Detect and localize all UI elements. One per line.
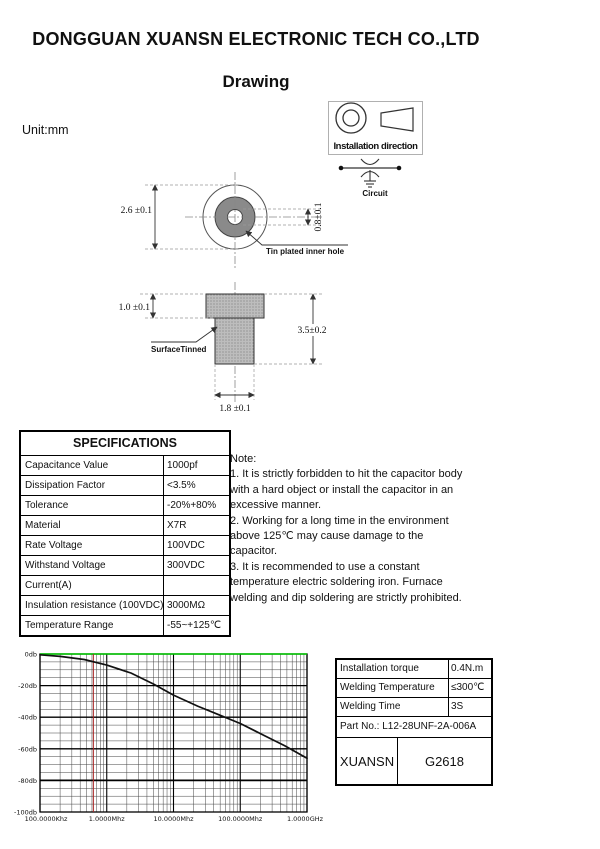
table-row: Temperature Range -55~+125℃ [21,616,229,635]
chart-canvas: 0db -20db -40db -60db -80db -100db100.0000Khz… [14,651,324,824]
dim-body-width: 1.8 ±0.1 [219,404,251,414]
spec-value: 100VDC [163,536,229,555]
page-title: Drawing [222,72,290,91]
spec-label: Rate Voltage [25,540,83,551]
notes-text: Note: 1. It is strictly forbidden to hit… [230,453,463,604]
table-row: Withstand Voltage 300VDC [21,556,229,576]
capacitor-side-icon [380,107,414,132]
side-view: 1.0 ±0.1 3.5±0.2 1.8 ±0.1 SurfaceTinned [119,282,332,414]
ground-icon [364,180,376,188]
table-row: Welding Temperature ≤300℃ [337,679,491,698]
spec-label: Tolerance [25,500,69,511]
capacitor-drawing: 2.6 ±0.1 0.8±0.1 Tin plated inner hole [90,168,360,418]
spec-label: Withstand Voltage [25,560,106,571]
capacitor-body [214,317,255,365]
top-view: 2.6 ±0.1 0.8±0.1 Tin plated inner hole [121,172,348,268]
surface-tinned-callout: SurfaceTinned [151,345,207,354]
svg-text:100.0000Khz: 100.0000Khz [25,815,68,823]
table-row: Welding Time 3S [337,698,491,717]
param-label: Installation torque [340,663,419,674]
spec-value: -55~+125℃ [163,616,229,635]
table-row: Material X7R [21,516,229,536]
drawing-code: G2618 [424,753,465,769]
unit-label: Unit:mm [22,123,69,137]
table-row: XUANSN G2618 [337,738,491,784]
spec-value: X7R [163,516,229,535]
spec-value [163,576,229,595]
svg-text:1.0000Mhz: 1.0000Mhz [89,815,125,823]
spec-value: <3.5% [163,476,229,495]
table-row: Dissipation Factor <3.5% [21,476,229,496]
svg-text:-80db: -80db [18,777,37,785]
tin-plated-callout: Tin plated inner hole [266,247,345,256]
svg-text:-40db: -40db [18,714,37,722]
specifications-title: SPECIFICATIONS [21,432,229,456]
capacitor-head [205,293,265,319]
table-row: Current(A) [21,576,229,596]
parameters-table: Installation torque 0.4N.m Welding Tempe… [335,658,493,786]
spec-label: Material [25,520,61,531]
spec-value: 3000MΩ [163,596,229,615]
dim-hole-diameter: 0.8±0.1 [314,202,324,231]
capacitor-views: 2.6 ±0.1 0.8±0.1 Tin plated inner hole [119,172,348,414]
installation-direction-icons [335,102,414,134]
table-row: Installation torque 0.4N.m [337,660,491,679]
table-row: Insulation resistance (100VDC) 3000MΩ [21,596,229,616]
svg-text:-60db: -60db [18,745,37,753]
svg-text:10.0000Mhz: 10.0000Mhz [153,815,194,823]
dim-total-height: 3.5±0.2 [298,326,327,336]
spec-value: 300VDC [163,556,229,575]
spec-label: Capacitance Value [25,460,109,471]
param-label: Welding Time [340,701,401,712]
company-title: DONGGUAN XUANSN ELECTRONIC TECH CO.,LTD [32,29,480,49]
spec-label: Dissipation Factor [25,480,106,491]
table-row: Rate Voltage 100VDC [21,536,229,556]
spec-label: Current(A) [25,580,72,591]
capacitor-end-icon [335,102,367,134]
brand-name: XUANSN [337,738,398,784]
param-value: 0.4N.m [448,660,491,678]
svg-text:1.0000GHz: 1.0000GHz [287,815,324,823]
specifications-table: SPECIFICATIONS Capacitance Value 1000pf … [19,430,231,637]
param-value: ≤300℃ [448,679,491,697]
table-row: Capacitance Value 1000pf [21,456,229,476]
spec-label: Insulation resistance (100VDC) [25,600,163,611]
svg-text:100.0000Mhz: 100.0000Mhz [218,815,263,823]
param-label: Welding Temperature [340,682,435,693]
spec-value: 1000pf [163,456,229,475]
installation-direction-label: Installation direction [333,141,418,152]
part-number: Part No.: L12-28UNF-2A-006A [337,717,491,738]
feedthrough-capacitor-symbol: Circuit [338,158,402,198]
param-value: 3S [448,698,491,716]
svg-text:-100db: -100db [14,809,37,817]
dim-outer-diameter: 2.6 ±0.1 [121,206,153,216]
spec-value: -20%+80% [163,496,229,515]
svg-text:-20db: -20db [18,682,37,690]
installation-direction-box: Installation direction [328,101,423,155]
spec-label: Temperature Range [25,620,114,631]
circuit-diagram: Circuit [333,157,428,199]
dim-head-height: 1.0 ±0.1 [119,303,151,313]
svg-text:0db: 0db [25,651,37,659]
circuit-label: Circuit [362,189,388,198]
table-row: Tolerance -20%+80% [21,496,229,516]
